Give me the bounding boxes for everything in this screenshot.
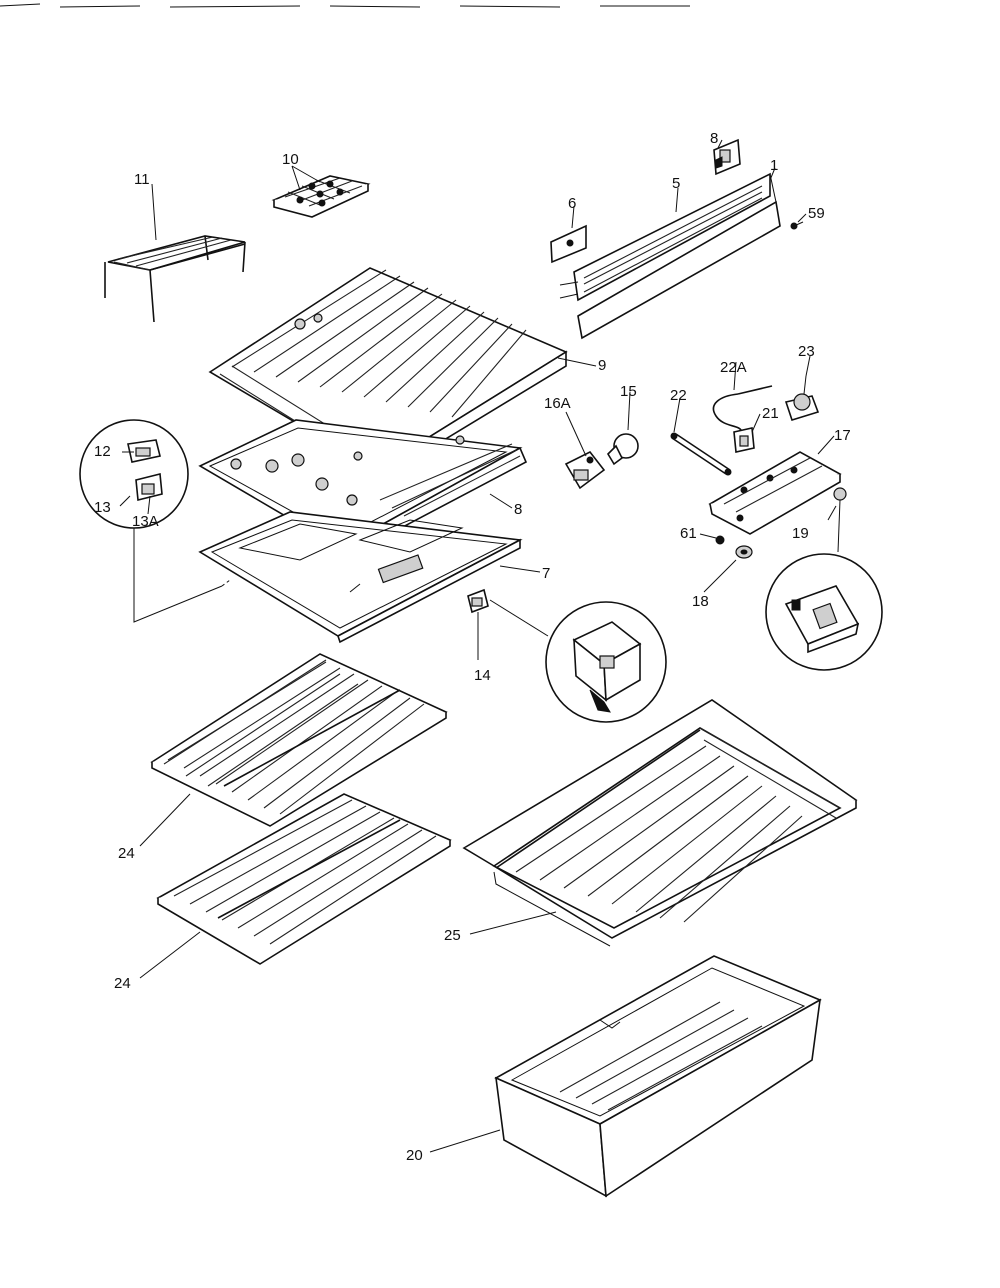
callout-8-knob: 8: [710, 130, 718, 147]
wire-rack-part-11: [104, 235, 246, 323]
callout-8-tray: 8: [514, 501, 522, 518]
callout-22: 22: [670, 387, 687, 404]
callout-16A: 16A: [544, 395, 571, 412]
callout-14: 14: [474, 667, 491, 684]
lamp-socket-part-16A: [564, 450, 606, 490]
callout-1: 1: [770, 157, 778, 174]
callout-9: 9: [598, 357, 606, 374]
callout-21: 21: [762, 405, 779, 422]
callout-20: 20: [406, 1147, 423, 1164]
callout-24-lower: 24: [114, 975, 131, 992]
crisper-cover-part-25: [462, 699, 858, 947]
callout-11: 11: [134, 171, 150, 188]
callout-13: 13: [94, 499, 111, 516]
bracket-part-6: [550, 224, 587, 264]
detail-circle-12-13: [79, 419, 231, 623]
detail-circle-relay: [545, 601, 667, 723]
button-part-19: [827, 487, 847, 521]
callout-24-upper: 24: [118, 845, 135, 862]
leader-lines: [119, 139, 835, 1153]
divider-tray-part-7: [198, 511, 523, 644]
crisper-drawer-part-20: [494, 955, 822, 1198]
callout-22A: 22A: [720, 359, 747, 376]
callout-12: 12: [94, 443, 111, 460]
relay-part-14: [467, 588, 549, 660]
callout-13A: 13A: [132, 513, 159, 530]
callout-61: 61: [680, 525, 697, 542]
callout-15: 15: [620, 383, 637, 400]
control-knob-part-8: [713, 138, 741, 176]
callout-labels: 11 10 8 5 1 6 59 9 22A 23 16A 15 22 21 1…: [94, 130, 851, 1164]
screw-part-59: [790, 221, 804, 230]
callout-6: 6: [568, 195, 576, 212]
thermostat-part-23: [784, 375, 820, 421]
callout-18: 18: [692, 593, 709, 610]
wire-harness-part-22A: [712, 385, 773, 433]
callout-7: 7: [542, 565, 550, 582]
light-bulb-part-15: [606, 433, 639, 466]
control-housing-part-17: [708, 451, 842, 535]
control-rail-part-5: [559, 172, 771, 302]
knob-part-18: [735, 545, 753, 559]
callout-23: 23: [798, 343, 815, 360]
wire-shelf-upper-part-24: [150, 653, 448, 827]
screw-part-61: [699, 533, 725, 545]
scan-edge-artifact: [0, 3, 690, 8]
callout-10: 10: [282, 151, 299, 168]
detail-circle-rocker-switch: [765, 499, 883, 671]
callout-25: 25: [444, 927, 461, 944]
ice-trays-part-10: [271, 175, 371, 218]
switch-part-21: [733, 427, 755, 453]
callout-5: 5: [672, 175, 680, 192]
rod-part-22: [670, 432, 732, 476]
wire-shelf-lower-part-24: [156, 793, 452, 965]
callout-19: 19: [792, 525, 809, 542]
callout-17: 17: [834, 427, 851, 444]
callout-59: 59: [808, 205, 825, 222]
